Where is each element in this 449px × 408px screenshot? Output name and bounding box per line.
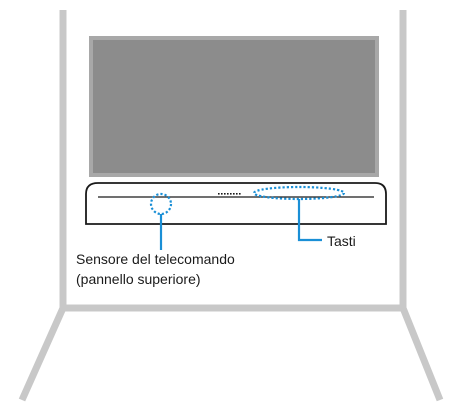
remote-sensor-label-line2: (pannello superiore) xyxy=(76,271,201,287)
buttons-label: Tasti xyxy=(327,233,356,249)
right-wall-line xyxy=(399,10,444,402)
buttons-leader-line xyxy=(297,199,322,242)
buttons-callout xyxy=(252,185,346,242)
tv-screen xyxy=(89,36,379,177)
buttons-marker xyxy=(252,185,346,201)
room-lines xyxy=(18,10,444,402)
remote-sensor-marker xyxy=(149,192,173,216)
left-wall-line xyxy=(18,10,67,402)
soundbar xyxy=(85,182,387,225)
remote-sensor-label-line1: Sensore del telecomando xyxy=(76,251,235,267)
soundbar-indicator-dots xyxy=(218,193,241,195)
soundbar-body xyxy=(85,182,387,225)
remote-sensor-callout xyxy=(149,192,173,250)
